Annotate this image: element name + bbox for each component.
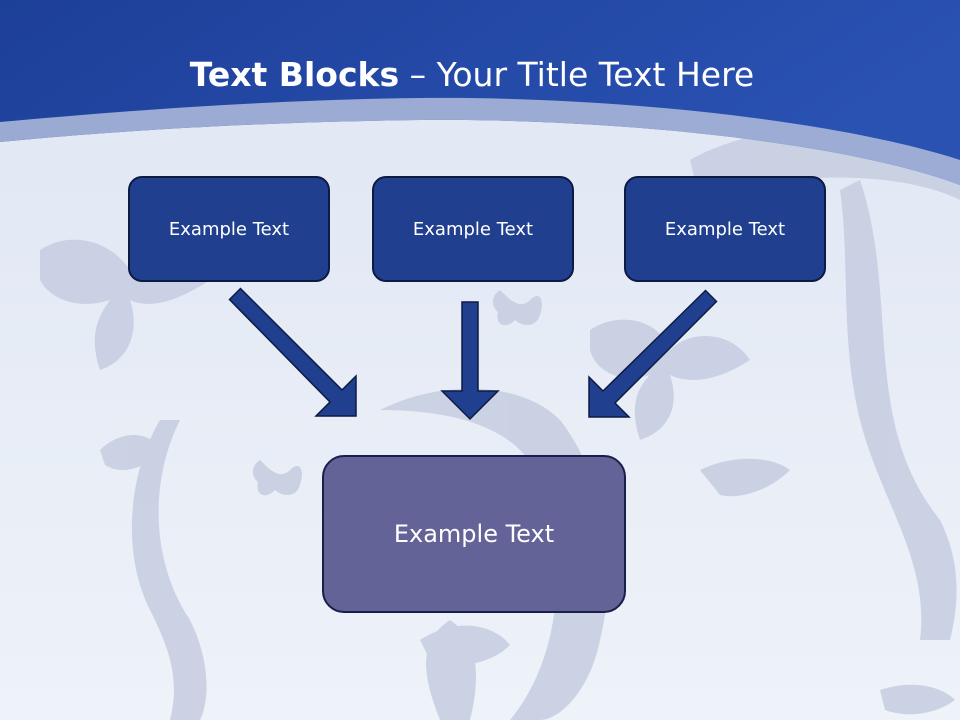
text-block-left: Example Text	[128, 176, 330, 282]
text-block-middle: Example Text	[372, 176, 574, 282]
title-rest: Your Title Text Here	[436, 55, 755, 94]
title-dash: –	[409, 55, 427, 94]
text-block-middle-label: Example Text	[412, 218, 534, 240]
header-curve	[0, 97, 960, 185]
text-block-center-label: Example Text	[393, 520, 555, 548]
title-bold-part: Text Blocks	[189, 55, 400, 94]
text-block-left-label: Example Text	[168, 218, 290, 240]
header-band	[0, 0, 960, 185]
text-block-right: Example Text	[624, 176, 826, 282]
slide-title: Text Blocks – Your Title Text Here	[0, 52, 944, 98]
text-block-right-label: Example Text	[664, 218, 786, 240]
text-block-center: Example Text	[322, 455, 626, 613]
